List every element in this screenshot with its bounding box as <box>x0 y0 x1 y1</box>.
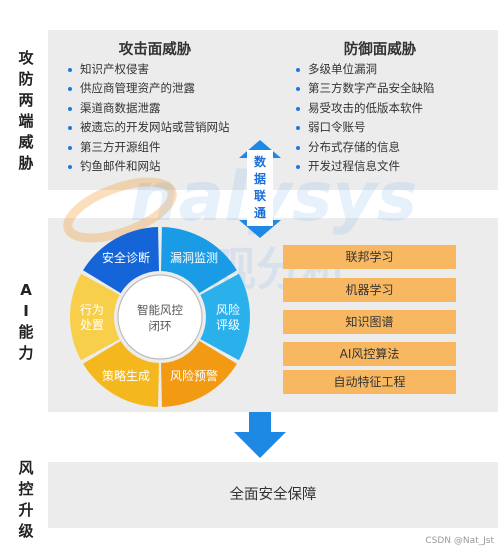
defense-item: 多级单位漏洞 <box>296 60 435 79</box>
attack-list: 知识产权侵害 供应商管理资产的泄露 渠道商数据泄露 被遗忘的开发网站或营销网站 … <box>68 60 230 176</box>
attack-item: 渠道商数据泄露 <box>68 99 230 118</box>
watermark-swoosh <box>63 177 177 243</box>
cycle-segment-label: 漏洞监测 <box>170 251 218 265</box>
defense-item: 分布式存储的信息 <box>296 138 435 157</box>
cycle-segment-label: 行为处置 <box>80 303 104 332</box>
cycle-center-circle <box>117 274 203 360</box>
cycle-segment-label: 风险预警 <box>170 368 218 383</box>
cycle-segment <box>70 273 120 361</box>
down-arrow-icon <box>234 412 286 458</box>
defense-title: 防御面威胁 <box>343 42 417 58</box>
defense-list: 多级单位漏洞 第三方数字产品安全缺陷 易受攻击的低版本软件 弱口令账号 分布式存… <box>296 60 435 176</box>
capability-item: 自动特征工程 <box>283 370 456 394</box>
capability-item: 知识图谱 <box>283 310 456 334</box>
attack-item: 知识产权侵害 <box>68 60 230 79</box>
credit-watermark: CSDN @Nat_Jst <box>425 536 494 546</box>
section-label-ai-text: AI能力 <box>18 281 34 362</box>
cycle-center-label: 智能风控闭环 <box>137 303 183 333</box>
attack-title: 攻击面威胁 <box>118 42 192 58</box>
data-link-text: 数据联通 <box>253 155 266 220</box>
capability-item: AI风控算法 <box>283 342 456 366</box>
section-label-threats: 攻防两端威胁 <box>6 48 46 174</box>
result-panel <box>48 462 498 528</box>
defense-item: 弱口令账号 <box>296 118 435 137</box>
threats-panel <box>48 30 498 190</box>
section-label-threats-text: 攻防两端威胁 <box>18 49 34 172</box>
cycle-segment <box>161 227 237 294</box>
attack-item: 被遗忘的开发网站或营销网站 <box>68 118 230 137</box>
capability-item: 联邦学习 <box>283 245 456 269</box>
capability-item: 机器学习 <box>283 278 456 302</box>
cycle-segment <box>83 227 159 294</box>
attack-item: 钓鱼邮件和网站 <box>68 157 230 176</box>
attack-item: 供应商管理资产的泄露 <box>68 79 230 98</box>
result-text: 全面安全保障 <box>229 487 317 503</box>
defense-item: 易受攻击的低版本软件 <box>296 99 435 118</box>
cycle-segment <box>83 340 159 407</box>
attack-item: 第三方开源组件 <box>68 138 230 157</box>
cycle-segment <box>200 273 250 361</box>
cycle-segment-label: 安全诊断 <box>102 250 150 265</box>
section-label-upgrade: 风控升级 <box>6 458 46 542</box>
defense-item: 第三方数字产品安全缺陷 <box>296 79 435 98</box>
section-label-upgrade-text: 风控升级 <box>18 459 34 540</box>
data-link-label: 数据联通 <box>247 150 273 226</box>
section-label-ai: AI能力 <box>6 280 46 364</box>
cycle-segment-label: 风险评级 <box>216 302 240 332</box>
defense-item: 开发过程信息文件 <box>296 157 435 176</box>
cycle-segment-label: 策略生成 <box>102 368 150 383</box>
cycle-segment <box>161 340 237 407</box>
